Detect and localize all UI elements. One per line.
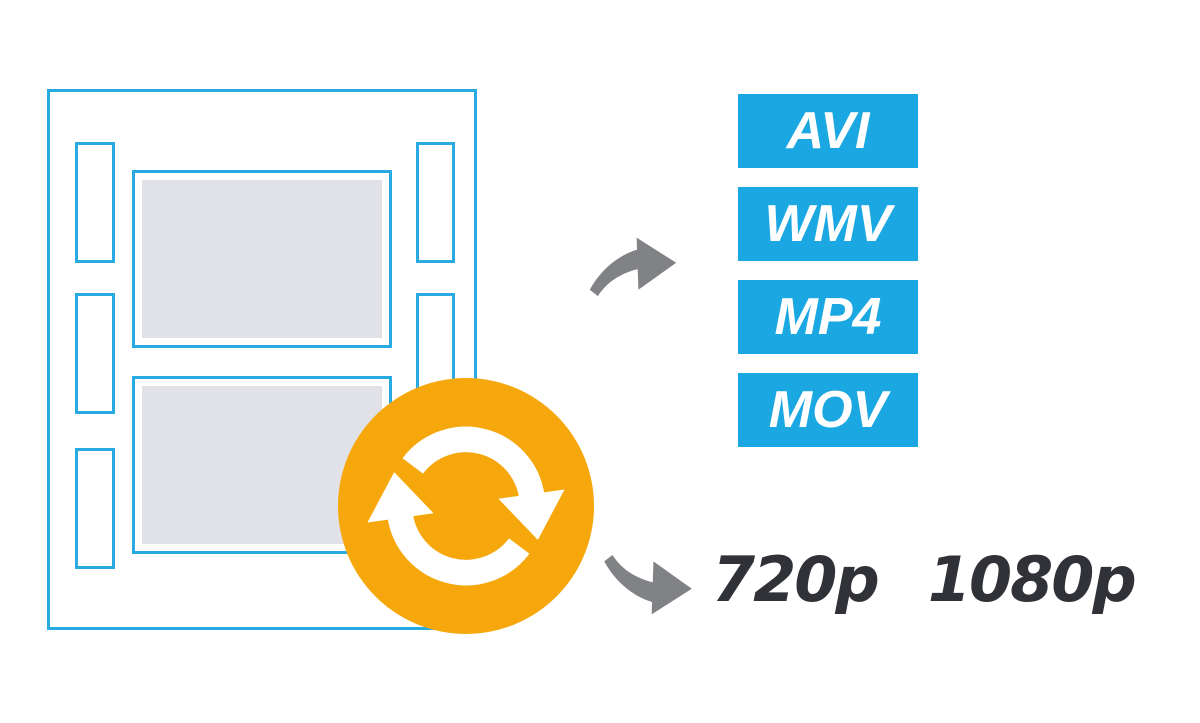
film-frame — [132, 170, 392, 348]
format-label: WMV — [764, 195, 892, 253]
convert-refresh-icon — [338, 378, 594, 634]
format-badge-mp4: MP4 — [738, 280, 918, 354]
format-label: AVI — [786, 102, 870, 160]
sprocket-hole — [416, 142, 455, 263]
sprocket-hole — [75, 448, 115, 569]
format-label: MOV — [768, 381, 888, 439]
format-badge-mov: MOV — [738, 373, 918, 447]
format-badge-wmv: WMV — [738, 187, 918, 261]
frame-image-placeholder — [142, 180, 382, 338]
resolution-1080p: 1080p — [927, 543, 1137, 616]
resolution-720p: 720p — [712, 543, 880, 616]
format-badge-avi: AVI — [738, 94, 918, 168]
sprocket-hole — [75, 142, 115, 263]
format-label: MP4 — [774, 288, 882, 346]
curved-arrow-to-resolutions-icon — [604, 555, 692, 615]
curved-arrow-to-formats-icon — [589, 237, 677, 297]
sprocket-hole — [75, 293, 115, 414]
resolution-options: 720p 1080p — [712, 543, 1137, 616]
